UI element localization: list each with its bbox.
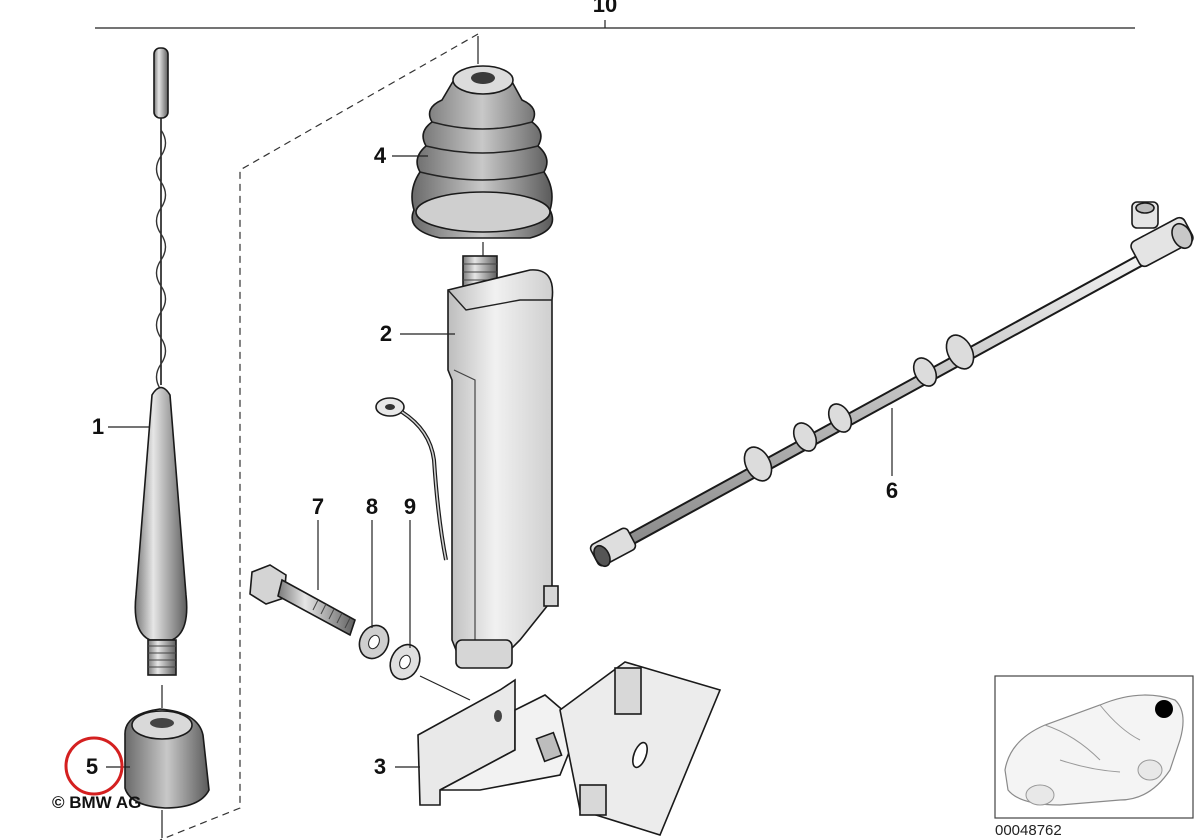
callout-5: 5 [86,754,98,779]
car-locator-thumbnail [994,675,1194,819]
rod-antenna [134,47,188,676]
hex-bolt [249,564,356,637]
image-code: 00048762 [995,822,1062,839]
assembly-bracket [95,20,1135,29]
coax-cable [589,201,1194,568]
copyright-text: © BMW AG [52,793,141,812]
callout-9: 9 [404,494,416,519]
highlight-circle [64,736,124,796]
lock-washer [358,624,390,660]
callout-leaders [106,155,893,768]
flat-washer [389,643,471,701]
callout-6: 6 [886,478,898,503]
callout-2: 2 [380,321,392,346]
location-dot [1155,700,1173,718]
callout-3: 3 [374,754,386,779]
antenna-motor-housing [375,242,559,669]
callout-10: 10 [593,0,617,17]
callout-7: 7 [312,494,324,519]
callout-8: 8 [366,494,378,519]
assembly-boundary [159,33,479,840]
callout-1: 1 [92,414,104,439]
antenna-base-pad [124,685,210,838]
rubber-boot [411,36,554,239]
mounting-bracket [417,661,722,836]
callout-4: 4 [374,143,387,168]
